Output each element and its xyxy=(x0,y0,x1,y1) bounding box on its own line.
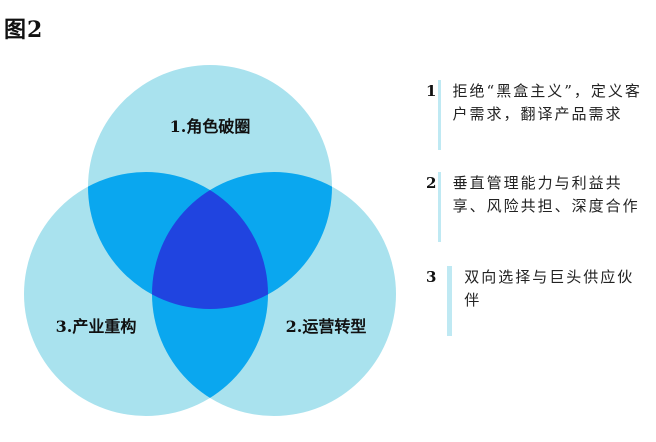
legend-item-3: 3 双向选择与巨头供应伙伴 xyxy=(426,266,646,336)
venn-diagram: 1.角色破圈 2.运营转型 3.产业重构 xyxy=(24,65,396,416)
legend-item-1: 1 拒绝“黑盒主义”，定义客户需求，翻译产品需求 xyxy=(426,80,646,150)
legend-text: 拒绝“黑盒主义”，定义客户需求，翻译产品需求 xyxy=(452,82,642,123)
legend-text: 双向选择与巨头供应伙伴 xyxy=(464,268,635,309)
venn-label-2: 2.运营转型 xyxy=(286,317,367,336)
legend-item-2: 2 垂直管理能力与利益共享、风险共担、深度合作 xyxy=(426,172,646,242)
legend-number: 3 xyxy=(426,268,437,286)
legend-bar xyxy=(437,172,441,242)
legend-bar xyxy=(447,266,453,336)
legend-bar xyxy=(437,80,441,150)
legend-text: 垂直管理能力与利益共享、风险共担、深度合作 xyxy=(452,174,640,215)
legend-number: 1 xyxy=(426,82,437,100)
venn-label-3: 3.产业重构 xyxy=(56,317,137,336)
figure-title: 图2 xyxy=(4,17,44,43)
venn-center-overlap xyxy=(152,172,268,309)
venn-label-1: 1.角色破圈 xyxy=(170,117,251,136)
legend-number: 2 xyxy=(426,174,437,192)
